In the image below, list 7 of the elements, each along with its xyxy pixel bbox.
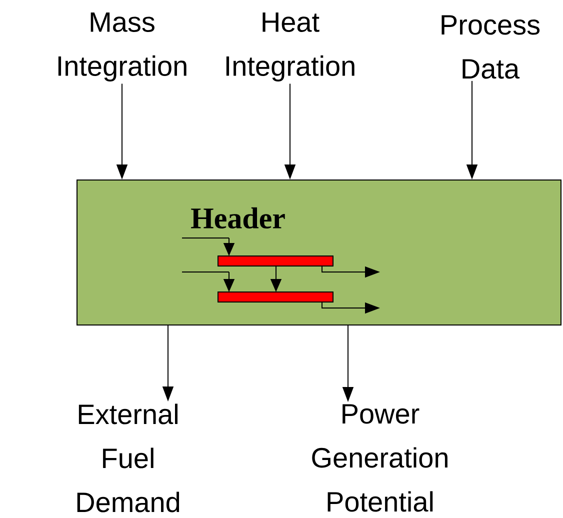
text-label: Power Generation Potential bbox=[312, 404, 448, 512]
text-label: External Fuel Demand bbox=[77, 404, 180, 512]
process-box bbox=[76, 180, 562, 326]
text-label: Process Data bbox=[442, 15, 540, 79]
text-label: Mass Integration bbox=[58, 12, 186, 82]
header-label: Header bbox=[191, 207, 285, 229]
text-label: Heat Integration bbox=[226, 12, 354, 82]
